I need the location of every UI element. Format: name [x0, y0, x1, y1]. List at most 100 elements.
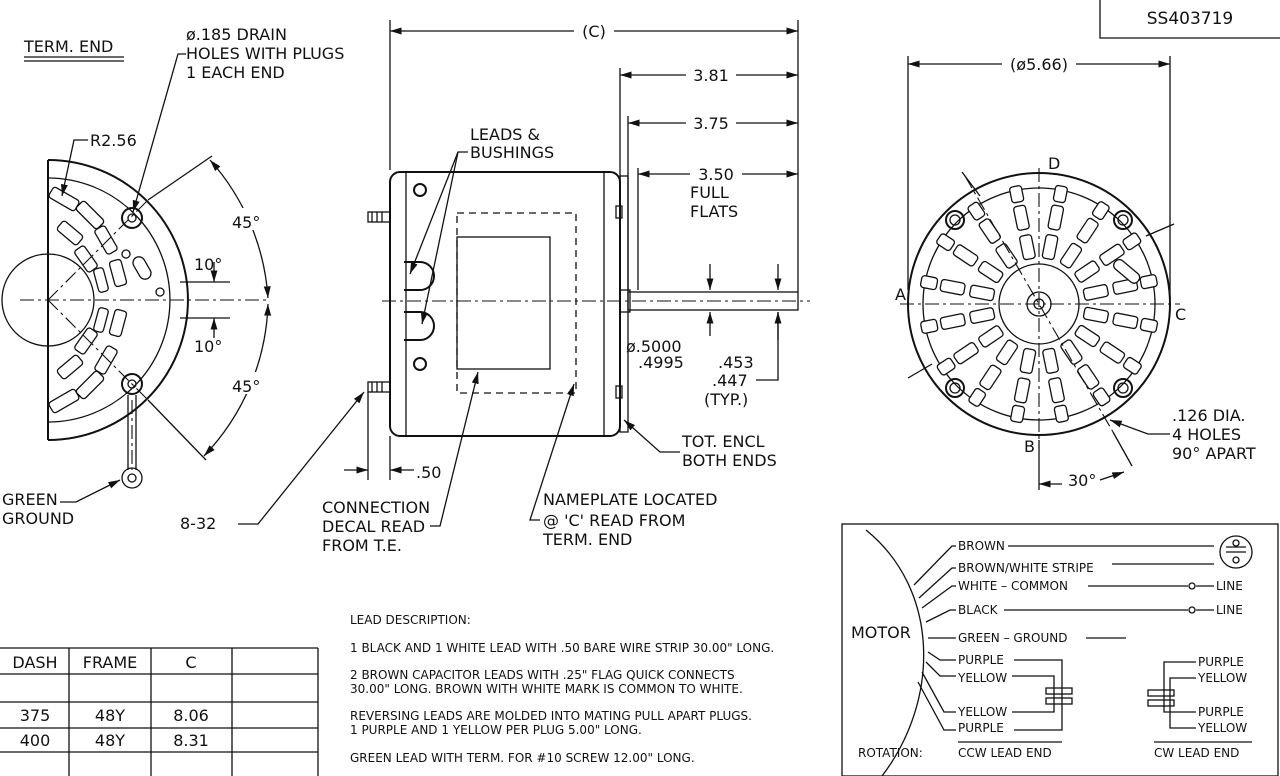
part-number: SS403719 — [1147, 9, 1233, 29]
vent-slot — [1042, 347, 1059, 374]
vent-slot — [953, 342, 979, 365]
drain-note-1: ø.185 DRAIN — [186, 25, 287, 44]
vent-slot — [1122, 356, 1142, 375]
vent-slot — [1074, 324, 1101, 348]
green-label: GREEN — [2, 490, 58, 509]
end-diameter: (ø5.66) — [1010, 55, 1068, 74]
wire-green: GREEN – GROUND — [958, 631, 1068, 645]
tot-encl-2: BOTH ENDS — [682, 451, 777, 470]
lead-desc-line: 1 PURPLE AND 1 YELLOW PER PLUG 5.00" LON… — [350, 723, 642, 737]
vent-slot — [1074, 260, 1100, 283]
nameplate-2: @ 'C' READ FROM — [543, 511, 685, 530]
table-cell: 48Y — [95, 731, 125, 750]
line-2: LINE — [1216, 603, 1243, 617]
vent-slot — [1013, 204, 1030, 231]
ground-label: GROUND — [2, 509, 74, 528]
vent-slot — [1047, 204, 1065, 231]
lead-desc-line: 2 BROWN CAPACITOR LEADS WITH .25" FLAG Q… — [350, 668, 735, 682]
dim-381: 3.81 — [693, 66, 729, 85]
full-flats-1: FULL — [690, 183, 729, 202]
leads-label-1: LEADS & — [470, 125, 540, 144]
vent-slot — [939, 278, 966, 296]
mounting-bosses — [945, 210, 1133, 398]
vent-slot — [1076, 217, 1099, 244]
shaft-dia-2: .4995 — [638, 353, 684, 372]
lead-desc-title: LEAD DESCRIPTION: — [350, 613, 471, 627]
term-end-title: TERM. END — [23, 37, 113, 56]
vent-slot — [979, 364, 1002, 391]
vent-slot — [936, 357, 956, 376]
dim-350: 3.50 — [698, 165, 734, 184]
vent-slot — [1122, 232, 1142, 251]
vent-slot — [1092, 387, 1111, 407]
ccw-yellow-2: YELLOW — [957, 705, 1007, 719]
vent-slot — [920, 318, 939, 334]
radius-label: R2.56 — [90, 131, 137, 150]
drain-note-2: HOLES WITH PLUGS — [186, 44, 344, 63]
nameplate-3: TERM. END — [542, 530, 632, 549]
ccw-purple-2: PURPLE — [958, 721, 1004, 735]
vent-slot — [995, 243, 1018, 269]
part-number-box: SS403719 — [1099, 0, 1280, 39]
vent-slots-left — [48, 186, 152, 414]
end-view: (ø5.66) A B C D .126 DIA. 4 HOLES — [895, 55, 1256, 490]
col-c: C — [185, 653, 196, 672]
point-b: B — [1024, 437, 1035, 456]
vent-slot — [1048, 377, 1065, 404]
wire-brown: BROWN — [958, 539, 1005, 553]
capacitor-icon — [1219, 535, 1253, 569]
point-c: C — [1175, 305, 1186, 324]
vent-slot — [1139, 317, 1159, 333]
decal-3: FROM T.E. — [322, 536, 402, 555]
cw-purple-2: PURPLE — [1198, 705, 1244, 719]
vent-slot — [1077, 364, 1100, 390]
vent-slot — [1099, 341, 1126, 364]
leads-label-2: BUSHINGS — [470, 143, 554, 162]
col-frame: FRAME — [83, 653, 138, 672]
shaft-dia-1: ø.5000 — [626, 337, 682, 356]
vent-slot — [995, 339, 1019, 366]
screw-label: 8-32 — [180, 514, 216, 533]
nameplate-1: NAMEPLATE LOCATED — [543, 490, 717, 509]
angle-10-lower: 10° — [194, 337, 222, 356]
vent-slot — [1082, 306, 1109, 324]
point-a: A — [895, 285, 906, 304]
holes-note-3: 90° APART — [1172, 444, 1256, 463]
vent-slot — [936, 233, 956, 252]
vent-slot — [1112, 312, 1139, 330]
wiring-diagram: MOTOR BROWN BROWN/WHITE STRIPE WHITE – C… — [841, 523, 1279, 776]
angle-45-upper: 45° — [232, 213, 260, 232]
cw-yellow-2: YELLOW — [1197, 721, 1247, 735]
overall-length-label: (C) — [582, 22, 606, 41]
decal-1: CONNECTION — [322, 498, 430, 517]
ccw-purple-1: PURPLE — [958, 653, 1004, 667]
angle-45-lower: 45° — [232, 377, 260, 396]
vent-slot — [1041, 234, 1059, 261]
vent-slot — [1009, 185, 1025, 204]
flat-dim-2: .447 — [712, 371, 748, 390]
line-1: LINE — [1216, 579, 1243, 593]
vent-slot — [978, 325, 1004, 348]
holes-note-1: .126 DIA. — [1172, 406, 1246, 425]
vent-slot — [1059, 242, 1083, 269]
vent-slot — [939, 313, 966, 330]
cw-lead-end: CW LEAD END — [1154, 746, 1239, 760]
vent-slot — [1099, 243, 1125, 266]
vent-slot — [1060, 339, 1083, 365]
rotation-label: ROTATION: — [858, 746, 923, 760]
ccw-lead-end: CCW LEAD END — [958, 746, 1052, 760]
end-spokes — [919, 184, 1159, 424]
vent-slot — [977, 260, 1004, 284]
vent-slot — [1010, 404, 1026, 424]
lead-desc-line: 1 BLACK AND 1 WHITE LEAD WITH .50 BARE W… — [350, 641, 774, 655]
vent-slot — [1013, 377, 1031, 404]
vent-slot — [1091, 201, 1110, 221]
angle-10-upper: 10° — [194, 255, 222, 274]
side-view: (C) 3.81 3.75 3.50 FULL FLATS — [180, 20, 810, 555]
wire-white: WHITE – COMMON — [958, 579, 1068, 593]
wire-brown-white: BROWN/WHITE STRIPE — [958, 561, 1094, 575]
cw-purple-1: PURPLE — [1198, 655, 1244, 669]
vent-slot — [1053, 404, 1069, 423]
full-flats-2: FLATS — [690, 202, 738, 221]
